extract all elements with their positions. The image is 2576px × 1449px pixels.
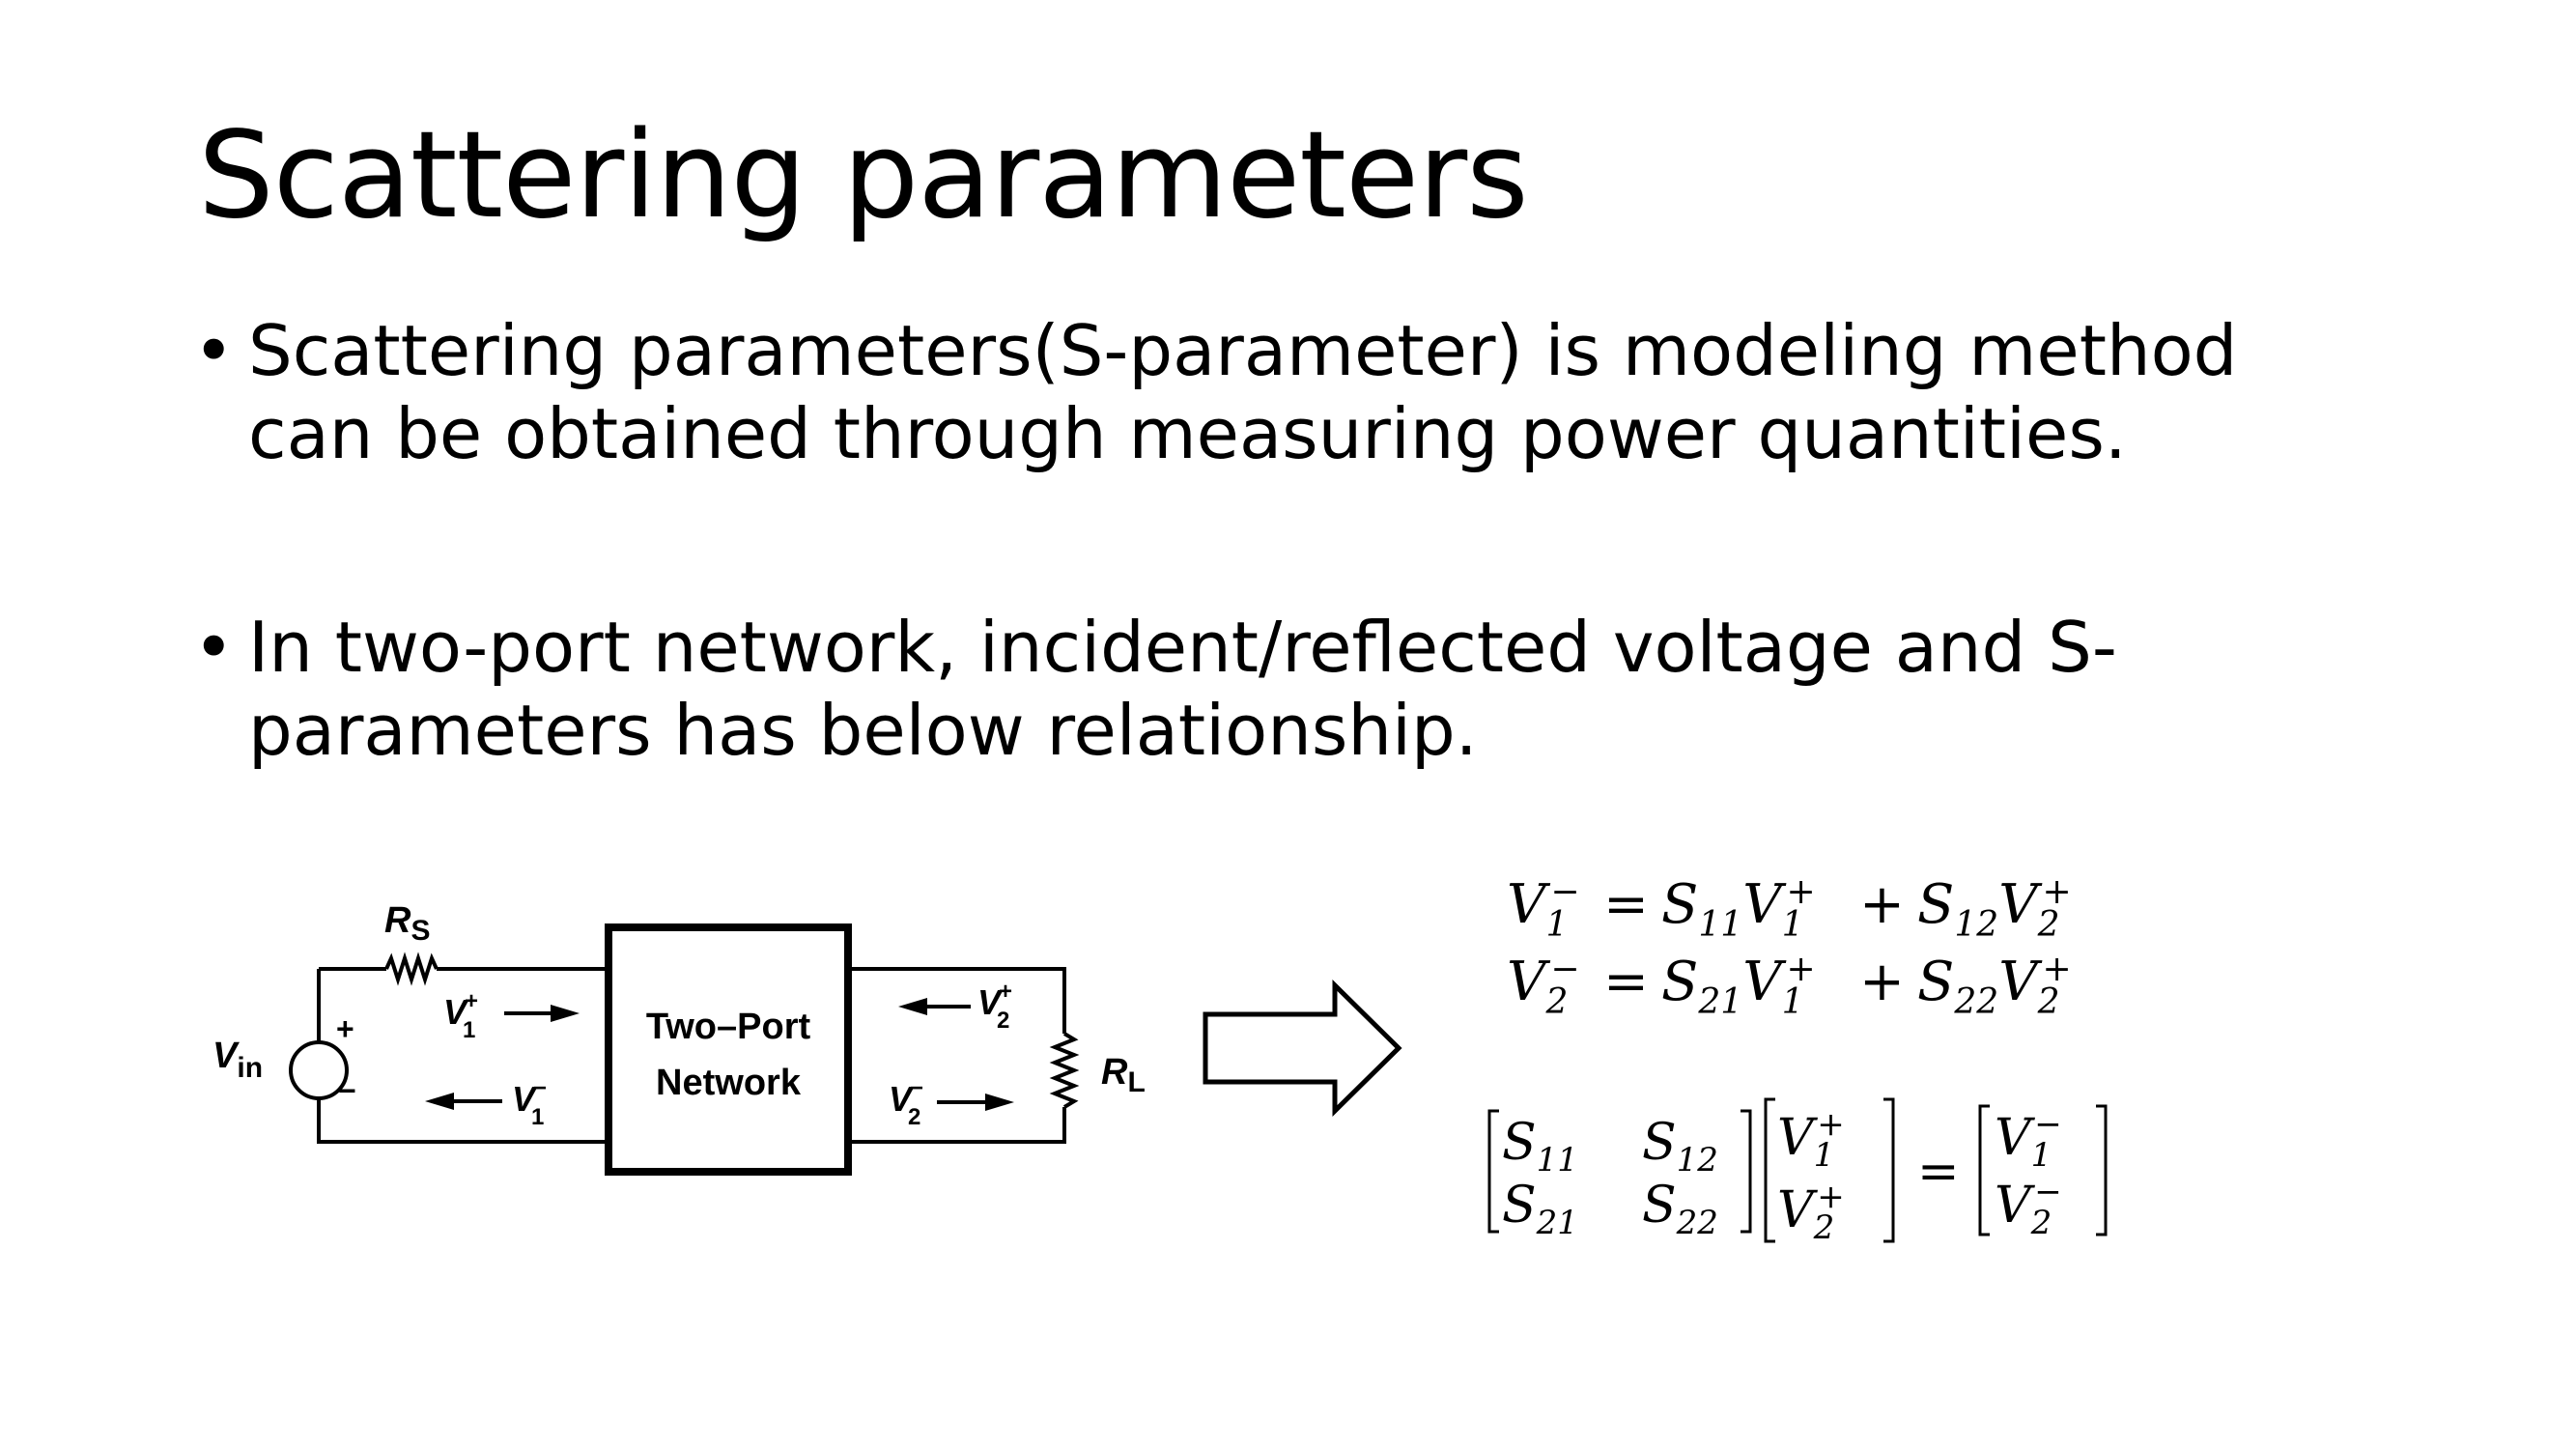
matrix-equation: S11 S12 S21 S22 V1+ V2+ = V1− V2− (1487, 1097, 2108, 1247)
resistor-rs-icon (384, 952, 439, 986)
svg-text:S22V2+: S22V2+ (1917, 950, 2072, 1022)
svg-text:=: = (1603, 873, 1649, 936)
svg-text:V1−: V1− (1995, 1105, 2062, 1175)
arrowhead-icon (425, 1093, 454, 1110)
svg-text:S12: S12 (1642, 1114, 1718, 1179)
voltage-source-icon (289, 1040, 349, 1100)
bullet-item: • Scattering parameters(S-parameter) is … (193, 309, 2376, 475)
svg-text:V2−: V2− (1995, 1173, 2062, 1242)
v2-minus-label: V−2 (889, 1075, 923, 1130)
bullet-text: In two-port network, incident/reflected … (248, 607, 2117, 771)
bullet-text: Scattering parameters(S-parameter) is mo… (248, 310, 2238, 474)
arrowhead-icon (898, 998, 927, 1015)
bracket-icon (1883, 1097, 1895, 1243)
v1-plus-label: V+1 (443, 988, 478, 1043)
minus-sign: − (338, 1073, 356, 1108)
wire (317, 1097, 609, 1144)
bracket-icon (1741, 1109, 1752, 1234)
svg-text:S11: S11 (1502, 1114, 1578, 1179)
svg-text:V2−: V2− (1507, 950, 1580, 1022)
svg-text:S21: S21 (1502, 1177, 1578, 1242)
arrowhead-icon (985, 1094, 1014, 1111)
bracket-icon (1487, 1109, 1499, 1234)
svg-text:=: = (1917, 1143, 1960, 1201)
svg-text:=: = (1603, 951, 1649, 1013)
box-label-line2: Network (656, 1063, 802, 1103)
bullet-item: • In two-port network, incident/reflecte… (193, 606, 2376, 772)
svg-text:S12V2+: S12V2+ (1917, 872, 2072, 945)
svg-text:+: + (1859, 951, 1905, 1013)
svg-text:S11V1+: S11V1+ (1661, 872, 1816, 945)
s-parameter-equations: V1− = S11V1+ + S12V2+ V2− = S21V1+ + S22… (1487, 872, 2108, 1247)
svg-text:V1−: V1− (1507, 872, 1580, 945)
equation-2: V2− = S21V1+ + S22V2+ (1507, 950, 2072, 1022)
bracket-icon (2096, 1104, 2108, 1236)
svg-text:V1+: V1+ (1777, 1105, 1845, 1175)
hollow-right-arrow-icon (1203, 980, 1402, 1117)
bracket-icon (1978, 1104, 1990, 1236)
svg-text:S21V1+: S21V1+ (1661, 950, 1816, 1022)
two-port-network-box (605, 923, 852, 1176)
svg-text:+: + (1859, 873, 1905, 936)
resistor-rl-icon (1049, 1032, 1080, 1109)
svg-text:S22: S22 (1642, 1177, 1718, 1242)
two-port-circuit-diagram: Vin + − RS RL V+1 V−1 V+2 V−2 Two–Port N… (212, 900, 1402, 1176)
wire (848, 967, 1066, 1034)
bullet-list: • Scattering parameters(S-parameter) is … (193, 309, 2376, 772)
rl-label: RL (1101, 1052, 1146, 1098)
slide-title: Scattering parameters (198, 106, 1529, 245)
arrowhead-icon (551, 1005, 580, 1022)
vin-label: Vin (212, 1036, 263, 1084)
rs-label: RS (384, 900, 430, 947)
wire (848, 1107, 1066, 1144)
equation-1: V1− = S11V1+ + S12V2+ (1507, 872, 2072, 945)
v1-minus-label: V−1 (512, 1075, 547, 1130)
bullet-dot-icon: • (193, 310, 235, 391)
v2-plus-label: V+2 (977, 979, 1012, 1034)
box-label-line1: Two–Port (646, 1007, 811, 1047)
bullet-dot-icon: • (193, 607, 235, 688)
plus-sign: + (336, 1011, 354, 1046)
svg-text:V2+: V2+ (1777, 1178, 1845, 1247)
bracket-icon (1764, 1097, 1775, 1243)
